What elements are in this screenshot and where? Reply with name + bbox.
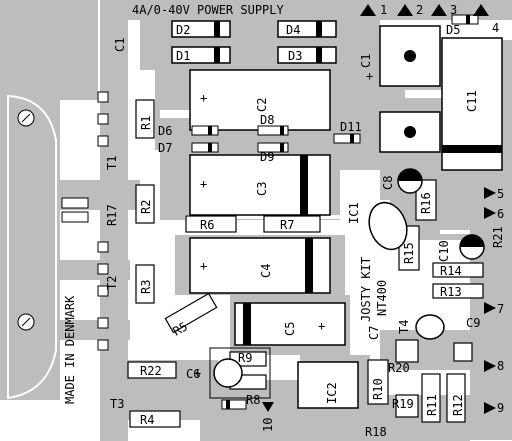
label-c3: C3 [255,182,269,196]
terminal-7-label: 7 [497,302,504,316]
label-r15: R15 [402,242,416,264]
made-in-label: MADE IN DENMARK [63,295,77,404]
label-d11: D11 [340,120,362,134]
label-c2: C2 [255,98,269,112]
r12-body [446,373,466,423]
label-r8: R8 [246,393,260,407]
svg-text:+: + [194,366,201,380]
label-c1-second: C1 [359,54,373,68]
label-c6: C6 [186,367,200,381]
label-d3: D3 [288,49,302,63]
svg-text:+: + [366,69,373,83]
svg-text:+: + [200,259,207,273]
r20-pad [395,339,419,363]
label-d9: D9 [260,150,274,164]
label-ic2: IC2 [325,382,339,404]
c5-body [234,302,346,346]
r6-body [185,215,237,233]
terminal-9-label: 9 [497,401,504,415]
terminal-2-label: 2 [416,3,423,17]
label-d4: D4 [286,23,300,37]
label-r17: R17 [105,204,119,226]
label-c7: C7 [367,326,381,340]
r7-body [263,215,321,233]
r10-body [367,359,389,405]
r3-body [135,264,155,304]
label-c11: C11 [465,90,479,112]
label-r14: R14 [440,264,462,278]
r4-body [129,410,181,428]
label-r6: R6 [200,218,214,232]
terminal-1-label: 1 [380,3,387,17]
label-r2: R2 [139,200,153,214]
label-t4: T4 [397,320,411,334]
label-r4: R4 [140,413,154,427]
label-c9: C9 [466,316,480,330]
terminal-8-label: 8 [497,359,504,373]
label-c8: C8 [381,176,395,190]
terminal-5-label: 5 [497,187,504,201]
terminal-3-arrow [431,4,447,16]
label-r22: R22 [140,364,162,378]
kit-label: JOSTY KIT [359,257,373,322]
label-d6: D6 [158,124,172,138]
label-r7: R7 [280,218,294,232]
r5-body [164,292,218,334]
d3-body [277,46,337,64]
terminal-4-arrow [473,4,489,16]
label-ic1: IC1 [347,202,361,224]
r16-body [415,179,437,221]
label-t2: T2 [105,276,119,290]
label-d8: D8 [260,113,274,127]
label-r12: R12 [451,394,465,416]
ic-type-label: NT400 [375,280,389,316]
label-r3: R3 [139,280,153,294]
r11-body [421,373,441,423]
label-d5: D5 [446,23,460,37]
label-t1: T1 [105,156,119,170]
label-t3: T3 [110,397,124,411]
svg-text:+: + [318,319,325,333]
r19-pad [395,394,419,418]
terminal-6-label: 6 [497,207,504,221]
label-r16: R16 [419,192,433,214]
terminal-3-label: 3 [450,3,457,17]
label-d1: D1 [176,49,190,63]
label-d7: D7 [158,141,172,155]
c6-outline [213,358,243,388]
label-r9: R9 [238,351,252,365]
terminal-4-label: 4 [492,21,499,35]
label-c5: C5 [283,322,297,336]
label-r21: R21 [491,226,505,248]
terminal-2-arrow [397,4,413,16]
label-r20: R20 [388,361,410,375]
c2-body [189,69,331,131]
terminal-10-label: 10 [261,418,275,432]
label-c4: C4 [259,264,273,278]
r22-body [127,361,177,379]
label-c10: C10 [437,240,451,262]
ic2-body [297,361,359,409]
label-r5: R5 [171,319,191,338]
r13-body [432,283,484,299]
label-d2: D2 [176,23,190,37]
c9-outline [415,314,445,340]
svg-text:+: + [200,177,207,191]
label-c1: C1 [113,38,127,52]
terminal-1-arrow [360,4,376,16]
label-r1: R1 [139,116,153,130]
label-r19: R19 [392,397,414,411]
label-r11: R11 [425,394,439,416]
label-r18: R18 [365,425,387,439]
label-r13: R13 [440,285,462,299]
r14-body [432,262,484,278]
label-r10: R10 [371,378,385,400]
svg-text:+: + [200,91,207,105]
r2-body [135,184,155,224]
ic1-outline [368,201,408,251]
board-title: 4A/0-40V POWER SUPPLY [132,3,284,17]
r1-body [135,99,155,139]
